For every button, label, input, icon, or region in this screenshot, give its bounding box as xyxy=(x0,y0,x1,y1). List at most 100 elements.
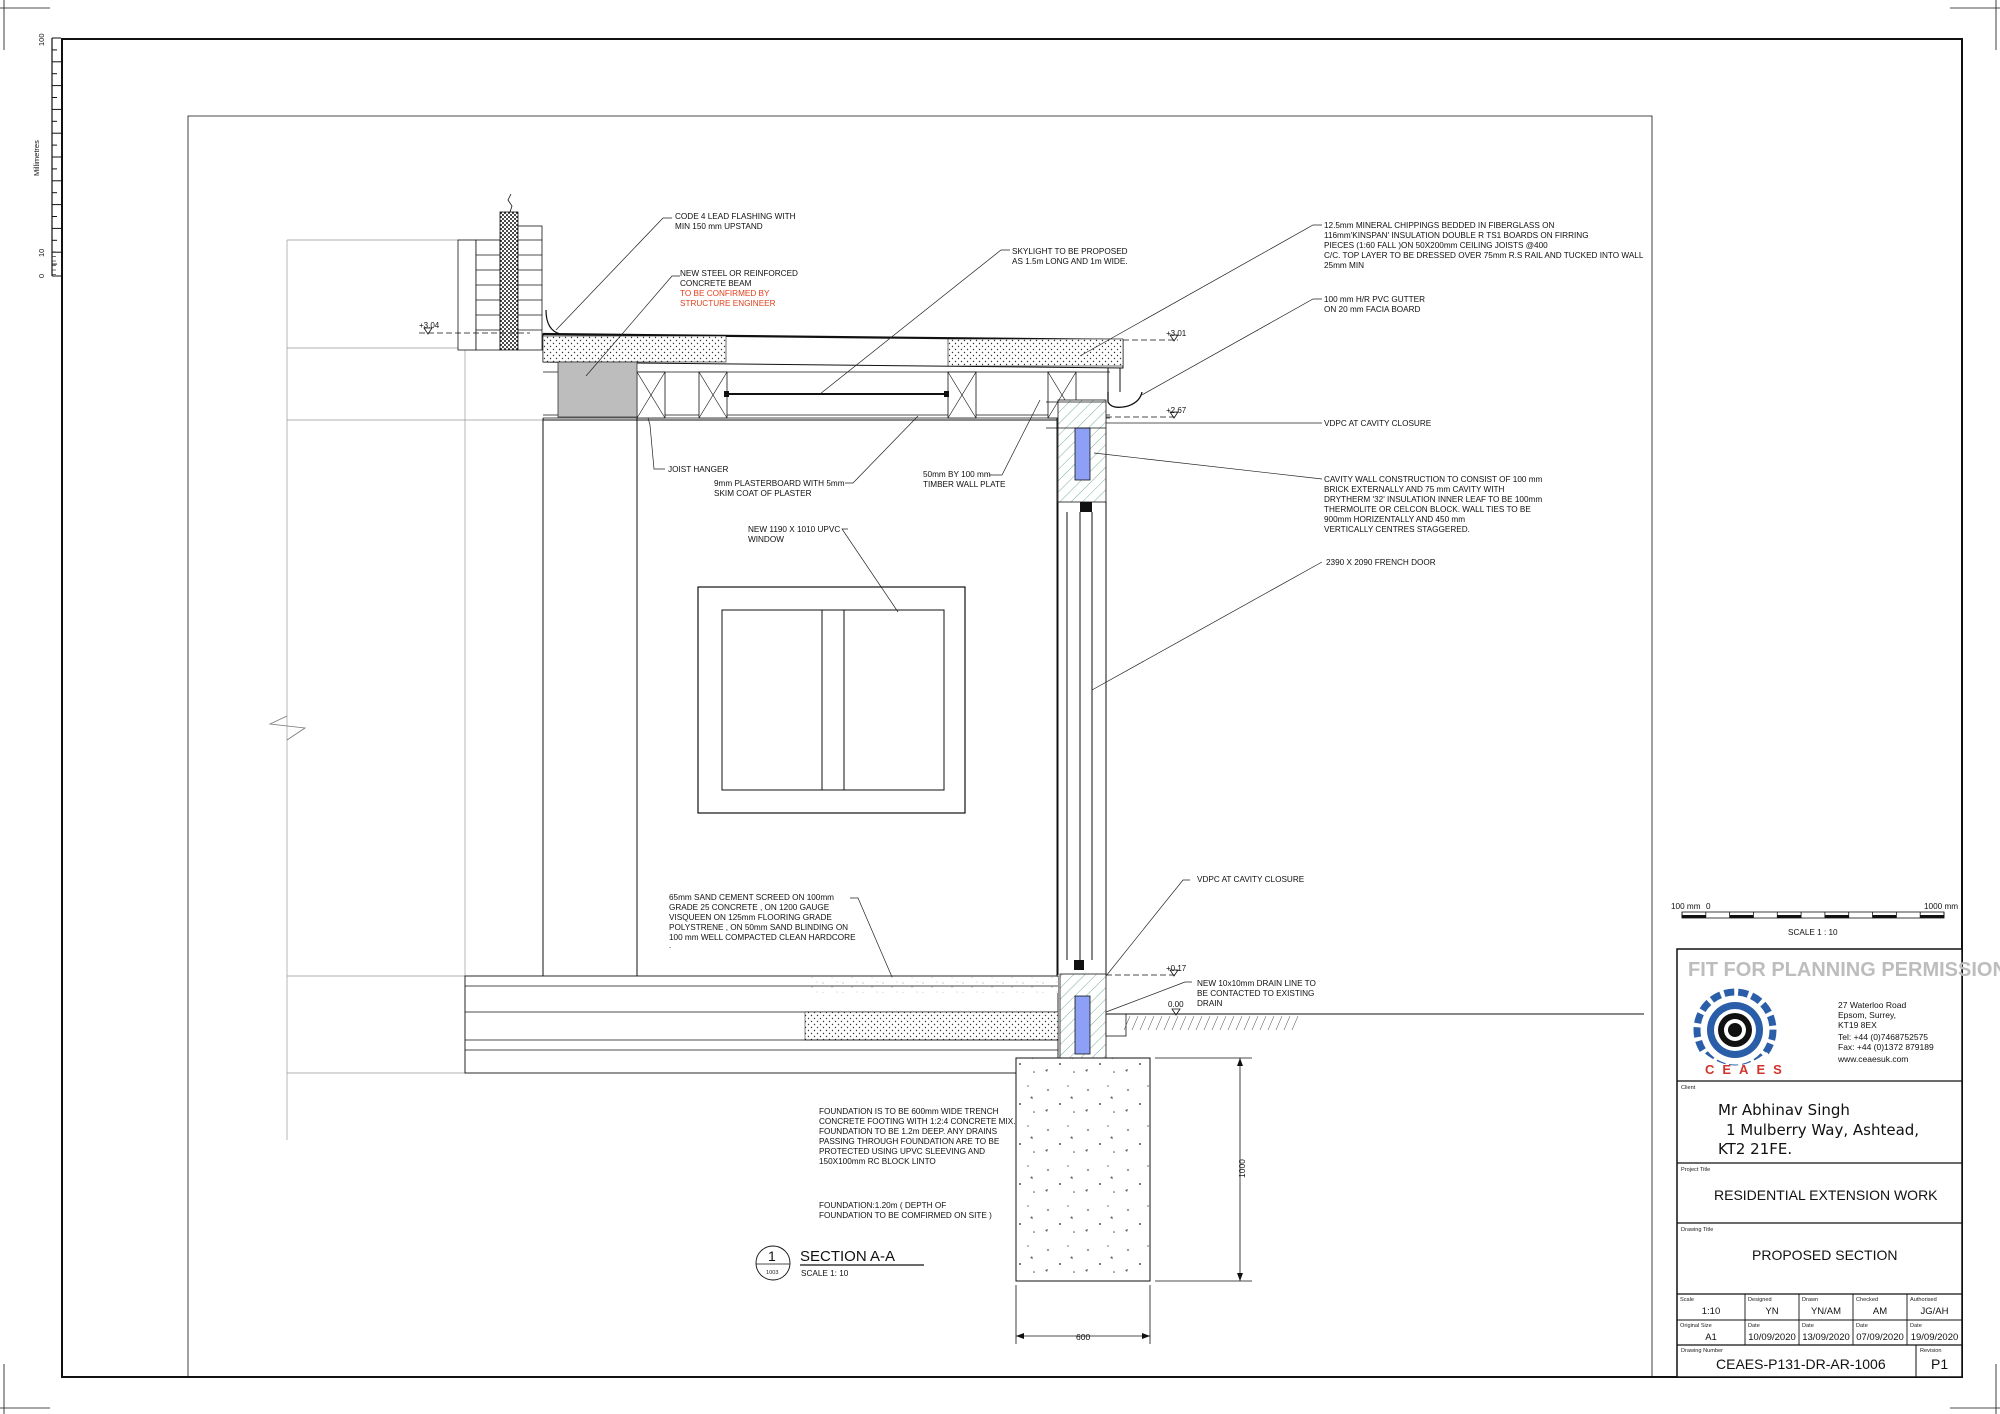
level-marker-304: +3.04 xyxy=(419,321,530,335)
ground-hatch-line xyxy=(1251,1015,1259,1031)
field-value: AM xyxy=(1873,1306,1887,1317)
field-value: JG/AH xyxy=(1921,1306,1949,1317)
section-sheet-ref: 1003 xyxy=(766,1270,778,1276)
field-label: Original Size xyxy=(1680,1323,1712,1329)
revision-label: Revision xyxy=(1920,1348,1941,1354)
ground-hatch-line xyxy=(1163,1015,1171,1031)
skylight xyxy=(724,391,949,397)
cavity-wall-head xyxy=(1046,399,1107,503)
cavity-wall-base xyxy=(1059,973,1127,1060)
trench-foundation xyxy=(1015,1057,1151,1282)
field-label: Checked xyxy=(1856,1297,1878,1303)
level-267: +2.67 xyxy=(1166,406,1187,415)
drawing-frame xyxy=(187,115,1653,1377)
existing-building xyxy=(268,239,545,1140)
scale-bar-segment xyxy=(1824,915,1849,918)
scale-bar-right: 1000 mm xyxy=(1924,902,1958,911)
ruler-tick-0: 0 xyxy=(37,274,46,278)
field-label: Date xyxy=(1748,1323,1760,1329)
floor-build-up xyxy=(464,975,1059,1074)
ruler-tick-10: 10 xyxy=(37,249,46,257)
roof-insulation-left xyxy=(542,335,727,363)
ground-hatch-line xyxy=(1171,1015,1179,1031)
ground-hatch-line xyxy=(1259,1015,1267,1031)
roof-insulation-right xyxy=(947,338,1124,367)
field-label: Scale xyxy=(1680,1297,1694,1303)
annotation-leaders xyxy=(555,217,1323,1013)
section-drawing: 1000 600 +3.04 +3.01 +2.67 xyxy=(268,193,1644,1344)
planning-banner: FIT FOR PLANNING PERMISSION xyxy=(1688,959,2000,981)
ground-hatch-line xyxy=(1203,1015,1211,1031)
title-block: FIT FOR PLANNING PERMISSION CEAES 27 Wat… xyxy=(1676,948,2000,1378)
field-value: A1 xyxy=(1705,1332,1717,1343)
ground-hatch-line xyxy=(1131,1015,1139,1031)
ruler-tick-100: 100 xyxy=(37,33,46,46)
ground-hatch-line xyxy=(1267,1015,1275,1031)
mm-ruler: Millimetres 100 10 0 xyxy=(32,33,61,278)
scale-bar-segment xyxy=(1920,915,1944,918)
drawing-number: CEAES-P131-DR-AR-1006 xyxy=(1716,1356,1886,1372)
revision: P1 xyxy=(1931,1356,1948,1372)
project-title: RESIDENTIAL EXTENSION WORK xyxy=(1714,1187,1938,1203)
drawing-number-label: Drawing Number xyxy=(1681,1348,1723,1354)
ground-hatch-line xyxy=(1291,1015,1299,1031)
ground-hatch-line xyxy=(1235,1015,1243,1031)
ground-hatch-line xyxy=(1147,1015,1155,1031)
note-vdpc-top: VDPC AT CAVITY CLOSURE xyxy=(1324,419,1432,428)
section-label: 1 1003 SECTION A-A SCALE 1: 10 xyxy=(755,1245,924,1281)
section-title: SECTION A-A xyxy=(800,1248,895,1265)
drawing-label: Drawing Title xyxy=(1681,1227,1713,1233)
external-ground xyxy=(1106,1013,1644,1031)
field-label: Drawn xyxy=(1802,1297,1818,1303)
ground-hatch-line xyxy=(1227,1015,1235,1031)
ground-hatch-line xyxy=(1283,1015,1291,1031)
dimension-width-label: 600 xyxy=(1076,1332,1090,1342)
level-marker-017: +0.17 xyxy=(1106,964,1187,977)
note-roof-build: 12.5mm MINERAL CHIPPINGS BEDDED IN FIBER… xyxy=(1324,221,1644,270)
level-marker-267: +2.67 xyxy=(1106,406,1187,419)
note-joist-hanger: JOIST HANGER xyxy=(668,465,728,474)
field-label: Date xyxy=(1856,1323,1868,1329)
steel-beam xyxy=(557,361,638,418)
ground-hatch-line xyxy=(1219,1015,1227,1031)
note-cavity-wall: CAVITY WALL CONSTRUCTION TO CONSIST OF 1… xyxy=(1324,475,1543,534)
field-value: 19/09/2020 xyxy=(1911,1332,1959,1343)
gutter xyxy=(1107,368,1143,408)
field-value: 07/09/2020 xyxy=(1856,1332,1904,1343)
scale-bar-label: SCALE 1 : 10 xyxy=(1788,928,1838,937)
ground-hatch-line xyxy=(1275,1015,1283,1031)
field-value: 1:10 xyxy=(1702,1306,1721,1317)
field-value: YN xyxy=(1765,1306,1778,1317)
roof-build-up xyxy=(542,332,1124,419)
ground-hatch-line xyxy=(1123,1015,1131,1031)
ground-hatch-line xyxy=(1139,1015,1147,1031)
scale-bar-left: 100 mm xyxy=(1671,902,1701,911)
scale-bar-segment xyxy=(1872,915,1897,918)
field-label: Date xyxy=(1910,1323,1922,1329)
field-label: Authorised xyxy=(1910,1297,1937,1303)
level-017: +0.17 xyxy=(1166,964,1187,973)
drawing-title: PROPOSED SECTION xyxy=(1752,1247,1897,1263)
ruler-label: Millimetres xyxy=(32,140,41,176)
parapet-wall xyxy=(457,193,561,351)
level-301: +3.01 xyxy=(1166,329,1187,338)
ceaes-logo: CEAES xyxy=(1693,988,1782,1077)
dimension-height-label: 1000 xyxy=(1237,1159,1247,1178)
scale-bar-segment xyxy=(1777,915,1802,918)
project-label: Project Title xyxy=(1681,1167,1710,1173)
level-304: +3.04 xyxy=(419,321,440,330)
section-scale: SCALE 1: 10 xyxy=(801,1269,849,1278)
french-door xyxy=(1057,502,1107,975)
ground-hatch-line xyxy=(1211,1015,1219,1031)
scale-bar: 100 mm 0 1000 mm SCALE 1 : 10 xyxy=(1671,902,1958,937)
